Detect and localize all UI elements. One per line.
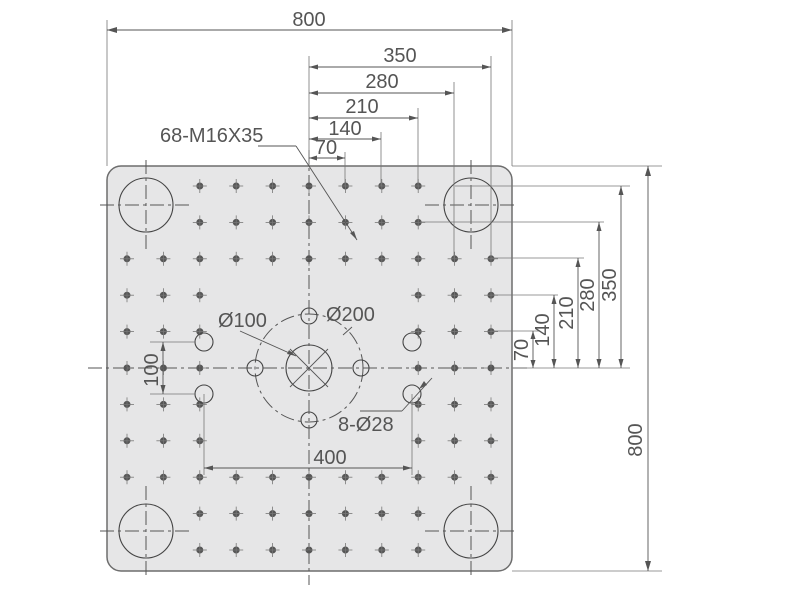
h-dim-70-label: 70 [315,137,337,159]
overall-width-dimension: 800 [106,9,513,166]
tapped-holes-callout: 68-M16X35 [160,125,358,241]
h-dim-140-label: 140 [328,118,361,140]
v-dim-70-label: 70 [511,339,533,361]
v-dim-350-label: 350 [599,268,621,301]
bore-callouts: Ø100 Ø200 8-Ø28 [218,304,433,436]
pcd-hole [402,332,422,352]
tapped-holes-label: 68-M16X35 [160,125,263,147]
bolt-circle-label: Ø200 [326,304,375,326]
h-dim-280-label: 280 [365,71,398,93]
center-lines [88,150,530,585]
pcd-holes-label: 8-Ø28 [338,414,394,436]
h-dim-210-label: 210 [345,96,378,118]
h-dim-350-label: 350 [383,45,416,67]
overall-height-dimension: 800 [512,165,662,572]
v-dim-280-label: 280 [577,278,599,311]
horizontal-offset-dimensions: 350 280 210 140 70 [308,45,492,258]
v-dim-140-label: 140 [532,313,554,346]
center-bore-label: Ø100 [218,310,267,332]
overall-height-label: 800 [625,423,647,456]
offset-100-dimension: 100 [141,341,195,395]
hole-spacing-label: 400 [313,447,346,469]
spacing-400-dimension: 400 [203,394,413,475]
hole-offset-label: 100 [141,353,163,386]
tapped-hole-grid [120,179,498,557]
vertical-offset-dimensions: 350 280 210 140 70 [420,185,630,369]
overall-width-label: 800 [292,9,325,31]
v-dim-210-label: 210 [556,296,578,329]
